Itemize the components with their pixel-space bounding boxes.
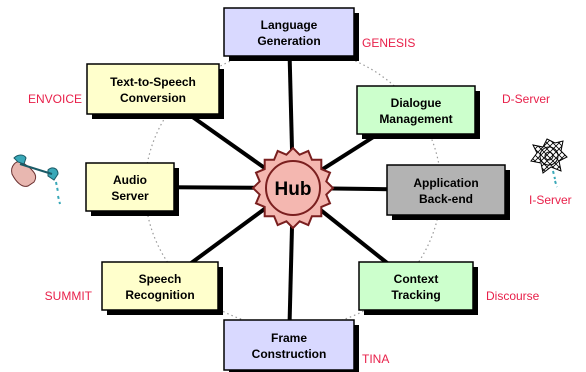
module-title-line2: Management: [379, 112, 452, 126]
telephone-icon: [11, 154, 61, 205]
module-title-line1: Speech: [139, 272, 182, 286]
module-title-line2: Conversion: [120, 91, 186, 105]
system-label-speech-recognition: SUMMIT: [45, 289, 93, 303]
system-label-application-back-end: I-Server: [529, 193, 572, 207]
globe-web-icon: [530, 138, 568, 188]
module-title-line1: Application: [413, 176, 478, 190]
module-title-line1: Text-to-Speech: [110, 75, 196, 89]
module-box: [386, 164, 506, 216]
module-title-line1: Context: [394, 272, 439, 286]
module-title-line1: Frame: [271, 331, 307, 345]
module-box: [85, 162, 175, 212]
module-box: [101, 261, 219, 311]
hub: Hub: [251, 146, 335, 230]
system-label-language-generation: GENESIS: [362, 36, 415, 50]
module-title-line2: Server: [111, 189, 149, 203]
hub-label: Hub: [275, 179, 312, 200]
module-box: [358, 261, 474, 311]
module-title-line2: Recognition: [125, 288, 194, 302]
module-title-line2: Tracking: [391, 288, 440, 302]
module-title-line2: Construction: [252, 347, 327, 361]
system-label-context-tracking: Discourse: [486, 289, 540, 303]
module-title-line2: Back-end: [419, 192, 473, 206]
module-title-line2: Generation: [257, 34, 320, 48]
module-box: [356, 85, 476, 135]
module-title-line1: Audio: [113, 173, 147, 187]
module-box: [223, 7, 355, 57]
module-box: [223, 319, 355, 371]
module-box: [86, 63, 220, 115]
system-label-dialogue-management: D-Server: [502, 92, 550, 106]
module-title-line1: Dialogue: [391, 96, 442, 110]
modules: LanguageGenerationDialogueManagementAppl…: [85, 7, 510, 372]
system-label-frame-construction: TINA: [362, 352, 389, 366]
hub-inner-ring: [265, 160, 321, 216]
system-label-text-to-speech-conversion: ENVOICE: [28, 92, 82, 106]
module-title-line1: Language: [261, 18, 318, 32]
